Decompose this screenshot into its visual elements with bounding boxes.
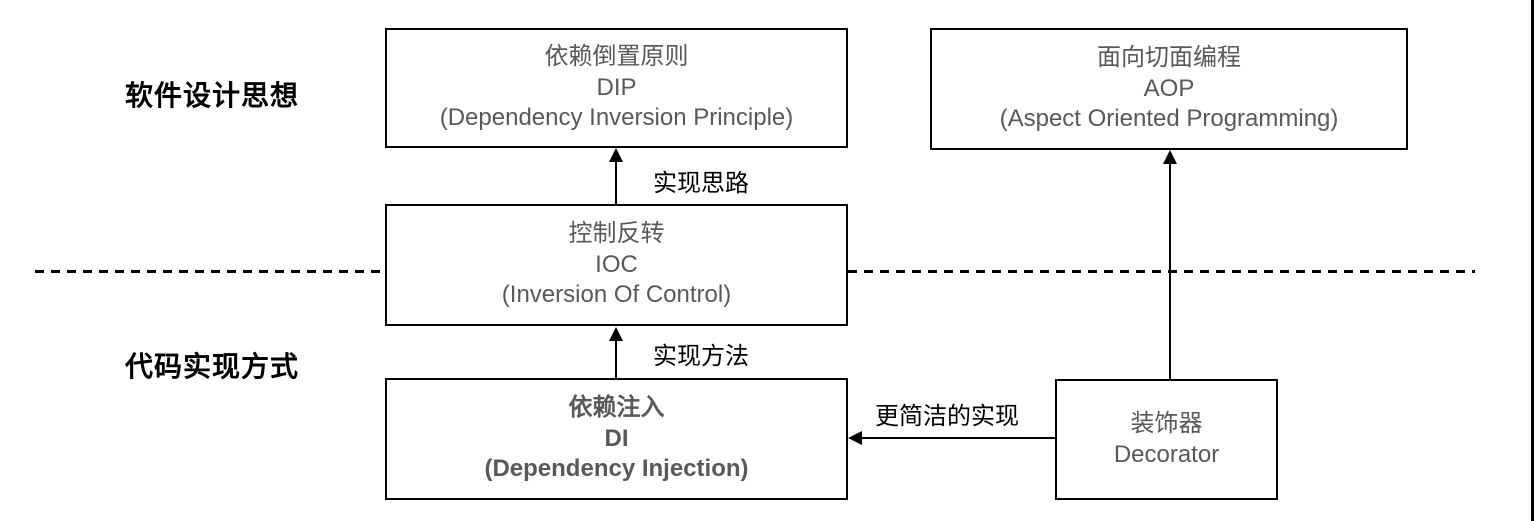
di-title-zh: 依赖注入	[568, 393, 665, 421]
ioc-to-dip-arrowhead-icon	[609, 148, 623, 162]
dip-abbr: DIP	[596, 73, 637, 101]
di-title-en: (Dependency Injection)	[484, 455, 749, 483]
di-to-ioc-arrow-label: 实现方法	[653, 343, 749, 370]
ioc-abbr: IOC	[595, 250, 638, 278]
dashed-divider-left	[35, 270, 385, 273]
ioc-box: 控制反转 IOC (Inversion Of Control)	[385, 204, 848, 326]
ioc-title-en: (Inversion Of Control)	[501, 281, 732, 309]
aop-box: 面向切面编程 AOP (Aspect Oriented Programming)	[930, 28, 1408, 150]
ioc-to-dip-arrow-label: 实现思路	[653, 170, 749, 197]
row-label-software-design-ideas: 软件设计思想	[125, 80, 300, 111]
di-abbr: DI	[604, 424, 629, 452]
dashed-divider-right	[848, 270, 1475, 273]
decorator-to-aop-arrowhead-icon	[1163, 150, 1177, 164]
aop-title-zh: 面向切面编程	[1097, 43, 1241, 71]
aop-title-en: (Aspect Oriented Programming)	[999, 105, 1339, 133]
decorator-to-di-arrowhead-icon	[848, 431, 862, 445]
ioc-title-zh: 控制反转	[568, 219, 665, 247]
decorator-title-zh: 装饰器	[1130, 409, 1203, 437]
dip-box: 依赖倒置原则 DIP (Dependency Inversion Princip…	[385, 28, 848, 148]
right-edge-line	[1531, 0, 1534, 521]
decorator-to-di-arrow-shaft	[860, 437, 1055, 439]
ioc-to-dip-arrow-shaft	[615, 160, 617, 204]
di-box: 依赖注入 DI (Dependency Injection)	[385, 378, 848, 500]
dip-title-zh: 依赖倒置原则	[544, 42, 689, 70]
row-label-code-implementation: 代码实现方式	[125, 351, 300, 382]
decorator-to-aop-arrow-shaft	[1169, 162, 1171, 379]
aop-abbr: AOP	[1143, 74, 1195, 102]
decorator-box: 装饰器 Decorator	[1055, 379, 1278, 500]
di-to-ioc-arrow-shaft	[615, 339, 617, 378]
di-to-ioc-arrowhead-icon	[609, 327, 623, 341]
decorator-to-di-arrow-label: 更简洁的实现	[875, 403, 1019, 430]
dip-title-en: (Dependency Inversion Principle)	[439, 104, 794, 132]
decorator-title-en: Decorator	[1113, 440, 1220, 468]
